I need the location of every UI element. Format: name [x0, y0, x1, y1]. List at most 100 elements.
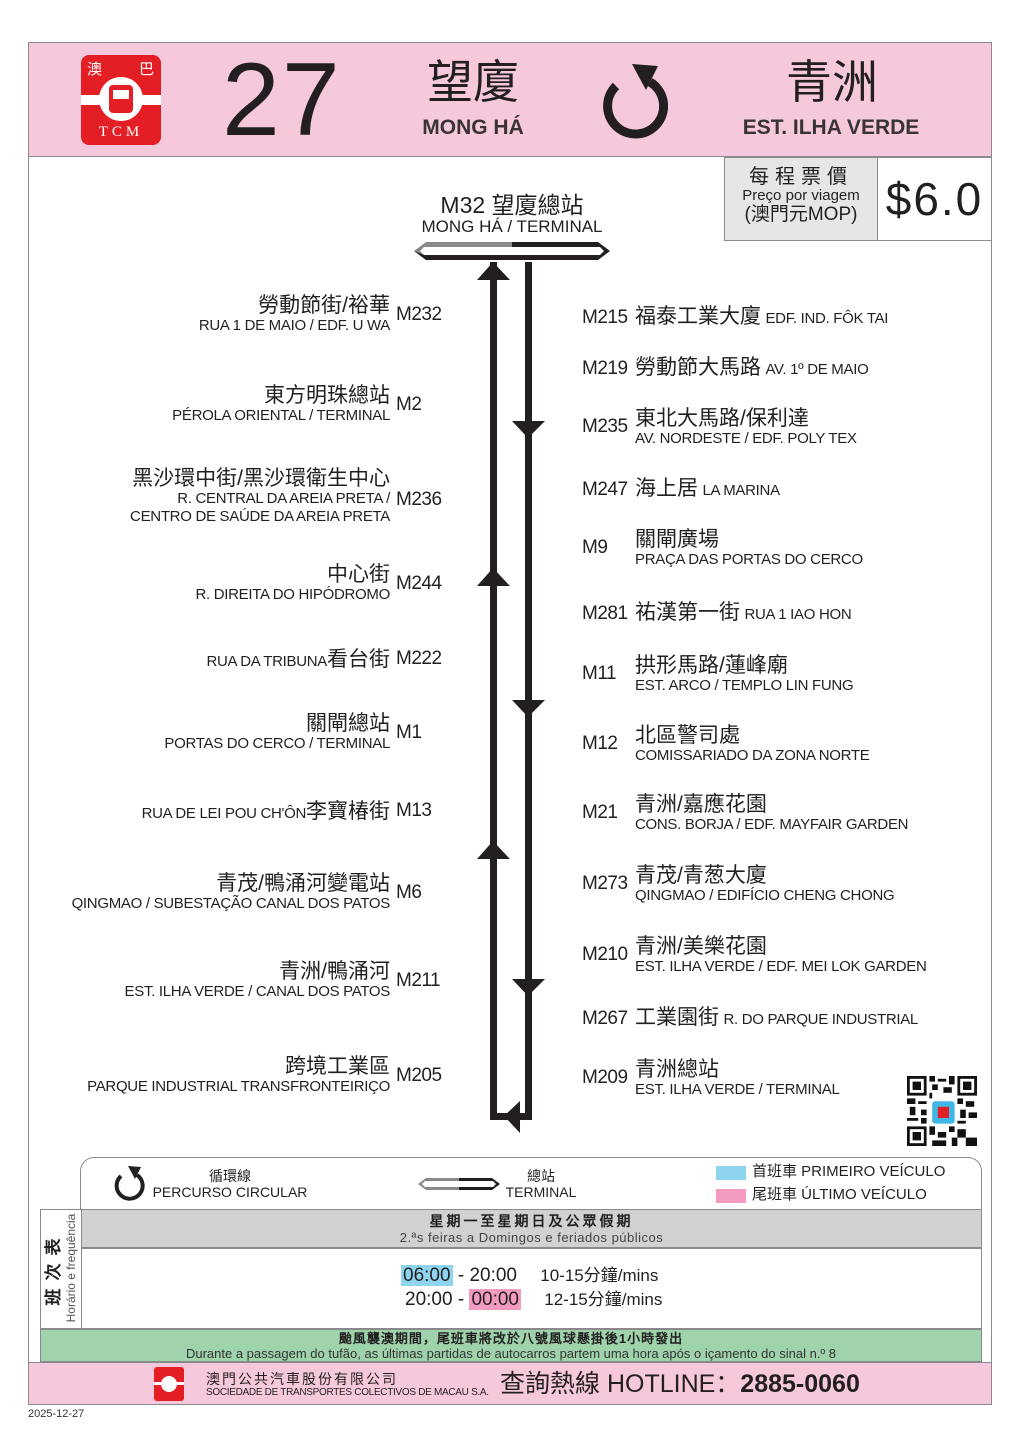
- stop-name-pt: RUA 1 DE MAIO / EDF. U WA: [198, 317, 390, 334]
- stop-m222: RUA DA TRIBUNA看台街 M222: [206, 648, 442, 671]
- bus-window: [113, 90, 129, 99]
- notice-pt: Durante a passagem do tufão, as últimas …: [185, 1346, 837, 1361]
- stop-name-pt: CENTRO DE SAÚDE DA AREIA PRETA: [130, 508, 390, 525]
- stop-name-zh: 李寶椿街: [306, 800, 390, 823]
- legend-terminal-zh: 總站: [527, 1168, 555, 1184]
- stop-name-pt: QINGMAO / EDIFÍCIO CHENG CHONG: [635, 887, 895, 904]
- typhoon-notice: 颱風襲澳期間，尾班車將改於八號風球懸掛後1小時發出 Durante a pass…: [40, 1329, 982, 1362]
- circular-route-legend-icon: [114, 1166, 145, 1201]
- stop-code: M209: [582, 1067, 628, 1088]
- legend-circular-pt: PERCURSO CIRCULAR: [152, 1184, 308, 1200]
- stop-name-zh: 看台街: [327, 648, 390, 671]
- timetable-side-label: 班次表 Horário e frequência: [40, 1209, 82, 1329]
- arrow-up-icon: [477, 568, 510, 586]
- logo-char-left: 澳: [87, 60, 103, 78]
- stop-code: M232: [396, 304, 442, 325]
- legend-circular: 循環線 PERCURSO CIRCULAR: [150, 1168, 310, 1200]
- stop-code: M244: [396, 573, 442, 594]
- stop-name-zh: 祐漢第一街: [635, 601, 740, 624]
- mini-logo-circle: [161, 1376, 177, 1392]
- route-line-up: [490, 262, 497, 1120]
- fare-label: 每程票價 Preço por viagem (澳門元MOP): [724, 157, 878, 241]
- tcm-logo: 澳 巴 TCM: [81, 55, 161, 145]
- terminal-name-zh: M32 望廈總站: [440, 192, 584, 218]
- stop-name-pt: R. DIREITA DO HIPÓDROMO: [195, 586, 390, 603]
- stop-name-pt: QINGMAO / SUBESTAÇÃO CANAL DOS PATOS: [71, 895, 391, 912]
- stop-code: M11: [582, 663, 617, 684]
- stop-name-zh: 勞動節街/裕華: [258, 294, 390, 317]
- period-pt: 2.ªs feiras a Domingos e feriados públic…: [399, 1230, 664, 1245]
- last-bus-time: 00:00: [469, 1289, 521, 1310]
- frequency: 12-15分鐘/mins: [544, 1290, 663, 1309]
- stop-m13: RUA DE LEI POU CH'ÔN李寶椿街 M13: [142, 800, 432, 823]
- notice-zh: 颱風襲澳期間，尾班車將改於八號風球懸掛後1小時發出: [338, 1331, 684, 1346]
- stop-name-zh: 跨境工業區: [285, 1055, 390, 1078]
- stop-name-zh: 勞動節大馬路: [635, 356, 761, 379]
- arrow-up-icon: [477, 262, 510, 280]
- footer-bar: [28, 1362, 992, 1405]
- stop-name-zh: 青洲/美樂花園: [635, 935, 767, 958]
- stop-name-pt: AV. 1º DE MAIO: [765, 361, 869, 378]
- stop-code: M210: [582, 944, 628, 965]
- end-time: 20:00: [469, 1265, 517, 1286]
- stop-name: RUA DA TRIBUNA看台街: [206, 648, 390, 671]
- legend-terminal-pt: TERMINAL: [505, 1184, 577, 1200]
- timetable-row: 06:00 - 20:00 10-15分鐘/mins: [401, 1264, 658, 1287]
- stop-name-pt: R. CENTRAL DA AREIA PRETA /: [177, 490, 390, 507]
- stop-code: M21: [582, 802, 618, 823]
- stop-name-pt: AV. NORDESTE / EDF. POLY TEX: [635, 430, 857, 447]
- stop-code: M9: [582, 537, 608, 558]
- last-bus-swatch: [716, 1189, 746, 1203]
- stop-name-pt: EDF. IND. FÔK TAI: [765, 310, 889, 327]
- print-date: 2025-12-27: [28, 1408, 85, 1420]
- stop-code: M235: [582, 416, 628, 437]
- stop-name: RUA DE LEI POU CH'ÔN李寶椿街: [142, 800, 390, 823]
- fare-currency: (澳門元MOP): [744, 204, 858, 225]
- logo-char-right: 巴: [139, 60, 155, 78]
- stop-name-pt: LA MARINA: [702, 482, 780, 499]
- qr-code[interactable]: [906, 1076, 978, 1146]
- arrow-down-icon: [512, 700, 545, 717]
- stop-name-zh: 海上居: [635, 477, 698, 500]
- time-separator: -: [452, 1265, 470, 1286]
- stop-name-pt: R. DO PARQUE INDUSTRIAL: [723, 1011, 918, 1028]
- stop-name-zh: 青洲/鴨涌河: [279, 960, 390, 983]
- timetable-title-zh: 班次表: [44, 1230, 63, 1306]
- terminal-name-pt: MONG HÁ / TERMINAL: [421, 217, 603, 236]
- stop-name-zh: 青茂/青葱大廈: [635, 864, 767, 887]
- stop-code: M13: [396, 800, 432, 821]
- stop-name-pt: RUA 1 IAO HON: [744, 606, 852, 623]
- stop-name-pt: EST. ILHA VERDE / EDF. MEI LOK GARDEN: [635, 958, 927, 975]
- logo-brand: TCM: [98, 124, 144, 140]
- stop-name-pt: EST. ARCO / TEMPLO LIN FUNG: [635, 677, 854, 694]
- stop-code: M222: [396, 648, 442, 669]
- route-number: 27: [222, 42, 342, 158]
- origin-name-pt: MONG HÁ: [422, 116, 524, 139]
- stop-code: M205: [396, 1065, 442, 1086]
- arrow-down-icon: [512, 421, 545, 438]
- stop-name-pt: COMISSARIADO DA ZONA NORTE: [635, 747, 870, 764]
- stop-code: M215: [582, 307, 628, 328]
- stop-name-zh: 東方明珠總站: [264, 384, 390, 407]
- arrow-up-icon: [477, 841, 510, 859]
- hotline-label: 查詢熱線 HOTLINE：: [500, 1370, 741, 1398]
- stop-name-pt: PARQUE INDUSTRIAL TRANSFRONTEIRIÇO: [87, 1078, 390, 1095]
- circular-route-icon: [603, 64, 668, 139]
- stop-name-zh: 工業園街: [635, 1006, 719, 1029]
- destination-name-pt: EST. ILHA VERDE: [742, 116, 920, 139]
- hotline-number[interactable]: 2885-0060: [740, 1370, 860, 1398]
- company-name-pt: SOCIEDADE DE TRANSPORTES COLECTIVOS DE M…: [206, 1387, 489, 1398]
- stop-name-pt: RUA DA TRIBUNA: [206, 653, 327, 670]
- stop-name-zh: 北區警司處: [635, 724, 740, 747]
- stop-name-zh: 關閘廣場: [635, 528, 719, 551]
